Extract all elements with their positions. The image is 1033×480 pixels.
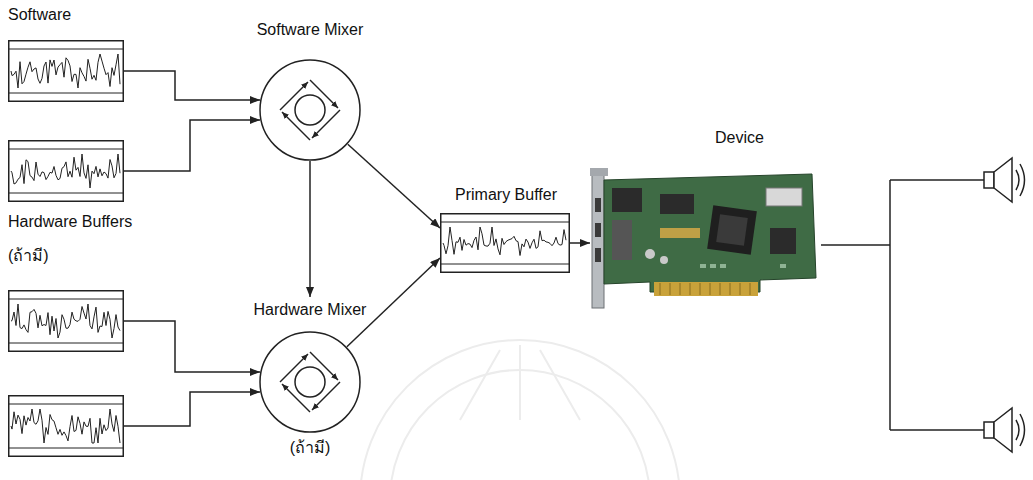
- flow-arrow: [348, 144, 440, 228]
- buffer-waveform: [8, 40, 124, 102]
- mixer-circle: Software Mixer: [230, 8, 390, 164]
- node-label: Device: [715, 128, 764, 148]
- buffer-shape: [8, 290, 124, 352]
- flow-arrow: [570, 242, 590, 244]
- node-label: Software Mixer: [257, 20, 364, 40]
- buffer-waveform: [440, 213, 570, 273]
- flow-arrow: [124, 321, 260, 372]
- speaker-symbol: [984, 408, 1025, 452]
- speaker-symbol: [984, 158, 1025, 202]
- card-shape: [590, 168, 820, 313]
- mixer-symbol: [258, 58, 362, 162]
- buffer-shape: [440, 213, 570, 273]
- node-note: (ถ้ามี): [8, 246, 49, 266]
- buffer-box: Software: [8, 5, 178, 102]
- node-label: Primary Buffer: [455, 185, 557, 205]
- node-note: (ถ้ามี): [290, 438, 331, 458]
- sound-card-picture: [590, 168, 820, 313]
- buffer-box: [8, 141, 124, 202]
- sound-card: Device: [590, 128, 825, 318]
- node-label: Hardware Mixer: [254, 300, 367, 320]
- node-label: Software: [8, 5, 71, 25]
- buffer-box: Primary Buffer: [436, 185, 576, 275]
- mixer-circle: Hardware Mixer (ถ้ามี): [230, 300, 390, 460]
- flow-arrow: [124, 71, 260, 100]
- speaker-wires: [821, 180, 984, 430]
- buffer-shape: [8, 40, 124, 102]
- node-label: Hardware Buffers: [8, 212, 132, 232]
- merge-arrows: [124, 120, 260, 426]
- buffer-box: [8, 396, 124, 457]
- merge-arrow: [124, 392, 260, 426]
- circle-shape: [258, 58, 362, 162]
- flow-arrow: [309, 161, 311, 297]
- mixer-symbol: [258, 330, 362, 434]
- circle-shape: [258, 330, 362, 434]
- merge-arrow: [124, 120, 260, 171]
- watermark: [360, 340, 680, 480]
- buffer-waveform: [8, 290, 124, 352]
- buffer-group: [8, 141, 124, 457]
- buffer-box: Hardware Buffers (ถ้ามี): [8, 212, 178, 352]
